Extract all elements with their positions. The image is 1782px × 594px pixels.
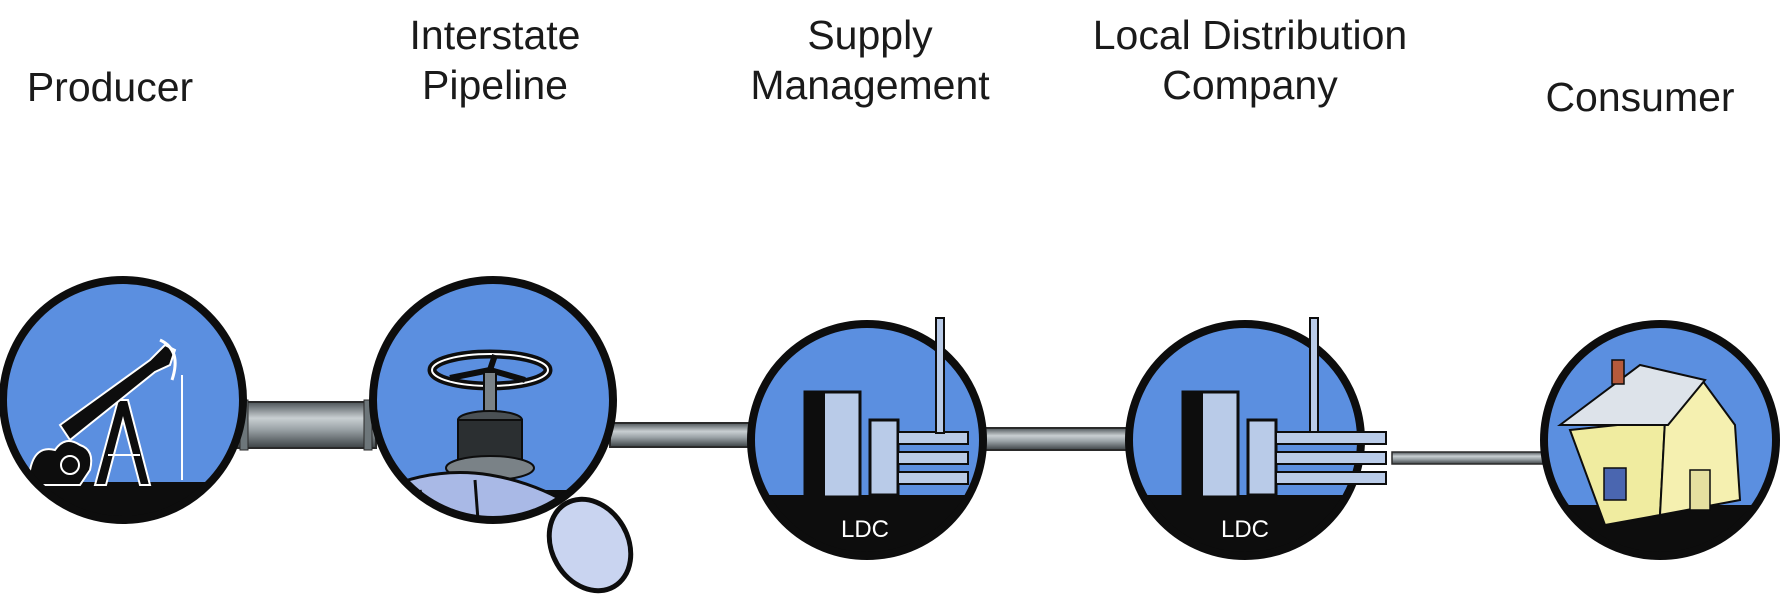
house-icon <box>1540 320 1780 560</box>
pipe-producer-to-pipeline <box>235 399 377 451</box>
ldc-badge: LDC <box>1221 516 1269 543</box>
stage-label-consumer: Consumer <box>1520 72 1760 122</box>
label-line: Management <box>750 62 990 108</box>
ldc-badge: LDC <box>841 516 889 543</box>
stage-label-local-distribution-company: Local Distribution Company <box>1050 10 1450 110</box>
ldc-facility-icon: LDC <box>1125 317 1387 560</box>
ldc-facility-icon: LDC <box>747 317 987 560</box>
label-line: Local Distribution <box>1092 12 1408 58</box>
label-line: Company <box>1162 62 1338 108</box>
label-line: Interstate <box>409 12 581 58</box>
stage-label-supply-management: Supply Management <box>720 10 1020 110</box>
label-line: Pipeline <box>422 62 568 108</box>
label-line: Supply <box>807 12 933 58</box>
label-line: Producer <box>26 64 194 110</box>
oil-pump-jack-icon <box>0 276 247 524</box>
stage-label-producer: Producer <box>0 62 220 112</box>
pipe-ldc-to-consumer <box>1391 451 1548 465</box>
pipe-pipeline-to-supply <box>609 422 756 448</box>
pipe-supply-to-ldc <box>981 427 1131 451</box>
stage-label-pipeline: Interstate Pipeline <box>380 10 610 110</box>
pipeline-valve-icon <box>369 276 634 594</box>
label-line: Consumer <box>1545 74 1735 120</box>
